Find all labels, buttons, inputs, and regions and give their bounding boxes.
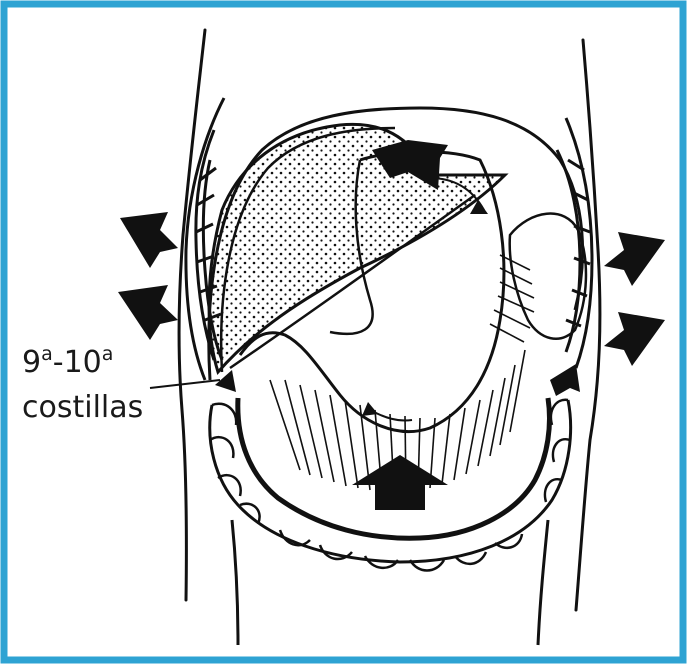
rib-ordinal-a: a <box>41 343 53 365</box>
rib-label-line2: costillas <box>22 393 143 423</box>
rib-number-a: 9 <box>22 345 41 380</box>
rib-ordinal-b: a <box>102 343 114 365</box>
rib-separator: - <box>53 345 64 380</box>
rib-number-b: 10 <box>64 345 102 380</box>
rib-label-line1: 9a-10a <box>22 345 113 378</box>
